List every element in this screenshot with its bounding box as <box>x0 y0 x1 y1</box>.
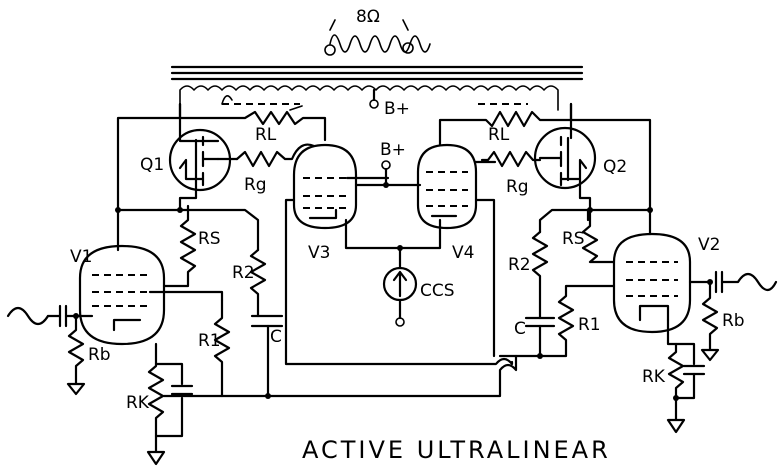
v4-label: V4 <box>452 243 474 263</box>
q2-mosfet <box>533 118 597 214</box>
rs-right-label: RS <box>562 229 585 249</box>
v1-label: V1 <box>70 247 92 267</box>
v2-tube <box>612 208 692 334</box>
v4-tube <box>416 143 497 230</box>
c-right-label: C <box>514 319 526 339</box>
v2-label: V2 <box>698 235 720 255</box>
secondary-winding <box>324 19 431 56</box>
primary-winding <box>179 85 559 111</box>
v1-tube <box>78 208 224 346</box>
rg-right-label: Rg <box>506 177 529 197</box>
speaker-impedance: 8Ω <box>356 7 380 27</box>
rb-left-label: Rb <box>88 345 111 365</box>
rl-right-label: RL <box>488 125 510 145</box>
rk-right-label: RK <box>642 367 666 387</box>
rb-right-label: Rb <box>722 311 745 331</box>
transformer-core <box>170 65 584 81</box>
r1-right-label: R1 <box>578 315 601 335</box>
q1-label: Q1 <box>140 155 164 175</box>
ccs-label: CCS <box>420 281 455 301</box>
rl-left-label: RL <box>255 125 277 145</box>
b-plus-mid-label: B+ <box>380 140 406 160</box>
r2-left-label: R2 <box>232 263 255 283</box>
q2-label: Q2 <box>603 157 627 177</box>
diagram-title: ACTIVE ULTRALINEAR <box>302 436 611 464</box>
rs-left-label: RS <box>198 229 221 249</box>
rg-left-label: Rg <box>244 175 267 195</box>
c-left-label: C <box>270 327 282 347</box>
q1-mosfet <box>168 116 239 212</box>
r2-right-label: R2 <box>508 255 531 275</box>
v3-label: V3 <box>308 243 330 263</box>
rk-left-label: RK <box>126 393 150 413</box>
v3-tube <box>292 143 390 230</box>
r1-left-label: R1 <box>198 331 221 351</box>
b-plus-top-label: B+ <box>384 99 410 119</box>
